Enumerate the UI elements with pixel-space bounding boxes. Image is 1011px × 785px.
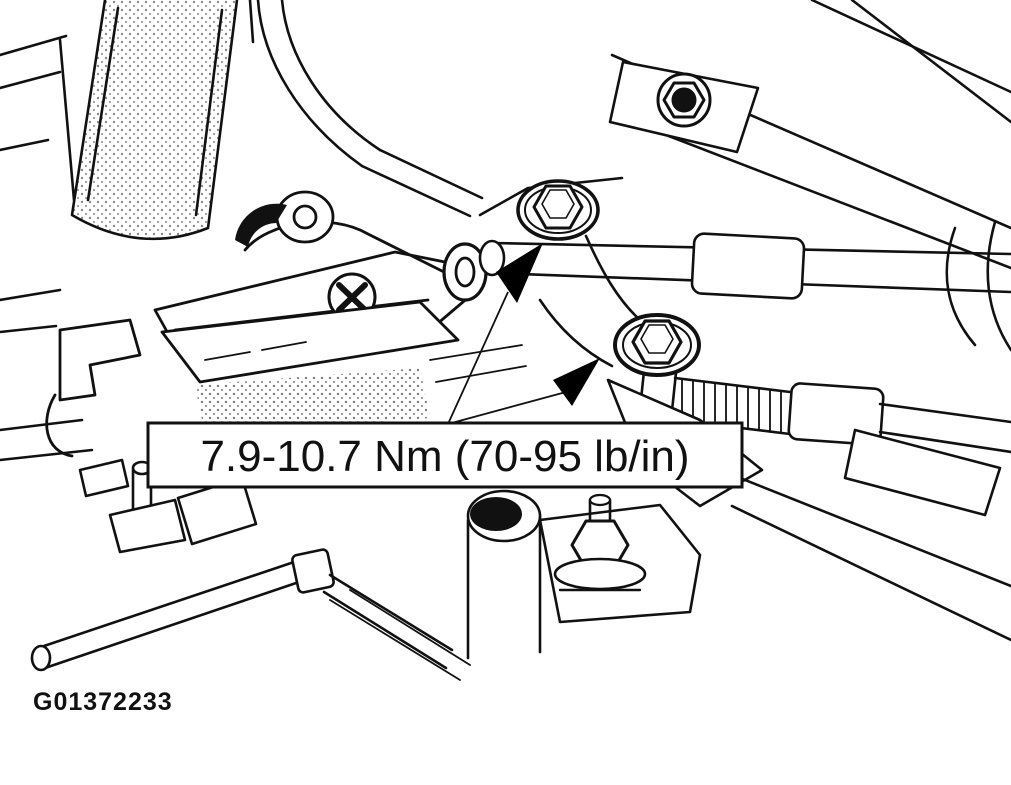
bolt-upper [516, 179, 600, 241]
lower-linkage [0, 288, 454, 672]
shift-lever-assembly [45, 190, 488, 458]
hoses-top-center [248, 0, 484, 218]
torque-callout: 7.9-10.7 Nm (70-95 lb/in) [146, 243, 744, 489]
bolt-lower [613, 313, 701, 377]
torque-label-text: 7.9-10.7 Nm (70-95 lb/in) [200, 432, 689, 481]
torque-label-box [146, 421, 744, 489]
bolt-bottom [553, 493, 647, 592]
arrow-upper [496, 243, 543, 303]
selector-cable-upper [478, 232, 1011, 300]
leader-line-upper [447, 291, 509, 425]
figure-id: G01372233 [33, 688, 173, 716]
background-details [195, 341, 527, 681]
arrow-lower [553, 358, 600, 406]
cylinder-top-left [0, 0, 239, 241]
bolt-top-right [656, 72, 712, 128]
leader-line-lower [447, 391, 567, 425]
